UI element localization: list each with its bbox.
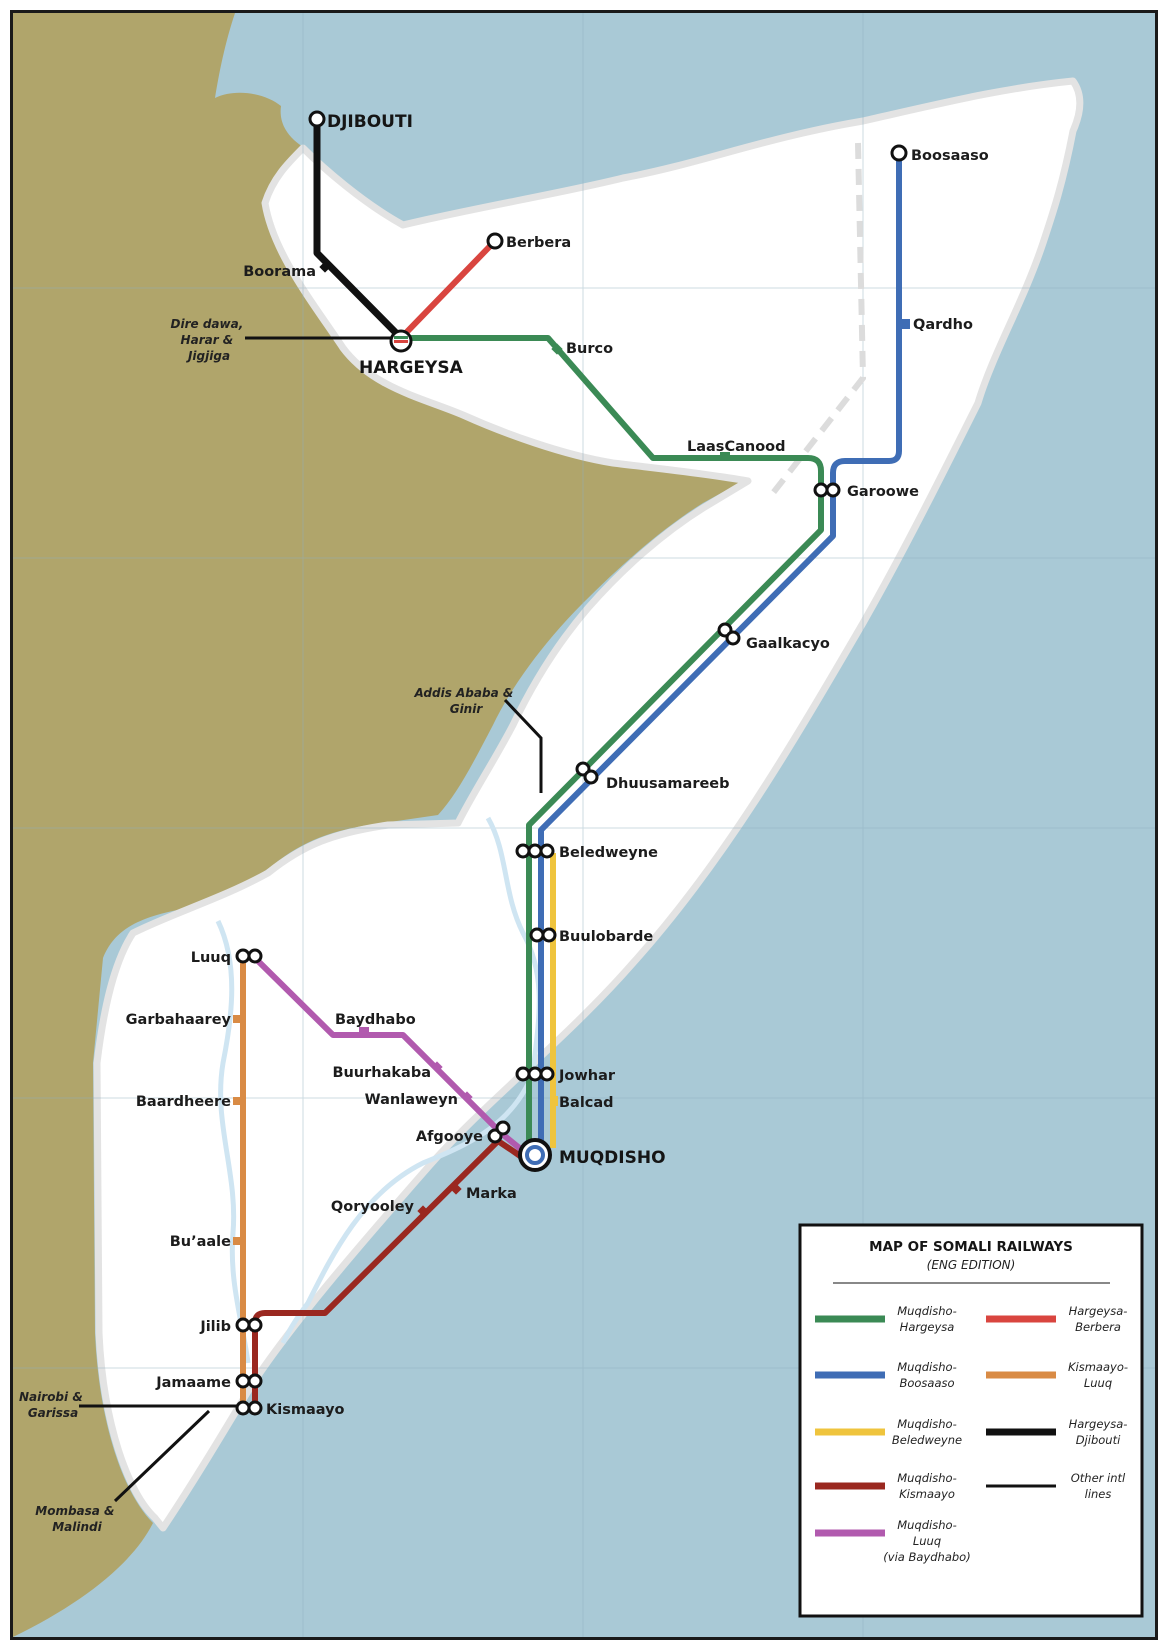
station-marker-garoowe bbox=[813, 482, 841, 498]
legend: MAP OF SOMALI RAILWAYS (ENG EDITION) Muq… bbox=[798, 1223, 1144, 1618]
svg-text:Dire dawa, Harar &: Dire dawa, Harar & Jigjiga bbox=[171, 317, 248, 363]
station-marker-buulobarde bbox=[529, 927, 557, 943]
legend-title: MAP OF SOMALI RAILWAYS bbox=[869, 1239, 1073, 1255]
label-beledweyne: Beledweyne bbox=[559, 845, 658, 861]
label-baardheere: Baardheere bbox=[136, 1094, 231, 1110]
ext-diredawa-line2: Harar & bbox=[181, 333, 234, 347]
label-qoryooley: Qoryooley bbox=[331, 1199, 415, 1215]
ext-nairobi-line1: Nairobi & bbox=[19, 1390, 83, 1404]
station-marker-jowhar bbox=[515, 1066, 555, 1082]
station-marker-berbera bbox=[486, 232, 504, 250]
label-marka: Marka bbox=[466, 1186, 517, 1202]
label-baydhabo: Baydhabo bbox=[335, 1012, 416, 1028]
station-marker-beledweyne bbox=[515, 843, 555, 859]
legend-label: Boosaaso bbox=[899, 1376, 954, 1390]
label-burco: Burco bbox=[566, 341, 613, 357]
legend-label: Djibouti bbox=[1076, 1433, 1121, 1447]
label-buaale: Bu’aale bbox=[170, 1234, 231, 1250]
svg-text:Addis Ababa & Ginir: Addis Ababa & Ginir bbox=[413, 686, 517, 716]
label-buulobarde: Buulobarde bbox=[559, 929, 653, 945]
label-gaalkacyo: Gaalkacyo bbox=[746, 636, 830, 652]
line-muqdisho-boosaaso bbox=[538, 153, 902, 1153]
label-dhuusamareeb: Dhuusamareeb bbox=[606, 776, 730, 792]
other-intl-lines bbox=[79, 336, 543, 1503]
label-garbahaarey: Garbahaarey bbox=[126, 1012, 232, 1028]
station-marker-luuq bbox=[235, 948, 263, 964]
station-markers bbox=[235, 110, 908, 1416]
label-laascanood: LaasCanood bbox=[687, 439, 786, 455]
line-addis bbox=[503, 698, 543, 793]
station-marker-jilib bbox=[235, 1317, 263, 1333]
label-hargeysa: HARGEYSA bbox=[359, 358, 464, 378]
legend-label: Beledweyne bbox=[892, 1433, 962, 1447]
label-jamaame: Jamaame bbox=[155, 1375, 231, 1391]
legend-label: Muqdisho- bbox=[897, 1304, 956, 1318]
label-kismaayo: Kismaayo bbox=[266, 1402, 345, 1418]
map-frame: DJIBOUTI HARGEYSA MUQDISHO Boorama Berbe… bbox=[10, 10, 1158, 1640]
legend-box bbox=[798, 1223, 1144, 1618]
station-marker-jamaame bbox=[235, 1373, 263, 1389]
label-boosaaso: Boosaaso bbox=[911, 148, 989, 164]
station-marker-afgooye bbox=[487, 1120, 511, 1144]
station-marker-djibouti bbox=[308, 110, 326, 128]
legend-label: Kismaayo bbox=[899, 1487, 955, 1501]
station-marker-muqdisho bbox=[518, 1138, 552, 1172]
label-qardho: Qardho bbox=[913, 317, 973, 333]
ext-mombasa-line2: Malindi bbox=[52, 1520, 102, 1534]
station-marker-hargeysa bbox=[389, 329, 413, 353]
ext-addis-line1: Addis Ababa & bbox=[413, 686, 513, 700]
ext-mombasa-line1: Mombasa & bbox=[35, 1504, 114, 1518]
legend-label: Kismaayo- bbox=[1068, 1360, 1128, 1374]
legend-label: Muqdisho- bbox=[897, 1518, 956, 1532]
legend-label: Hargeysa- bbox=[1069, 1304, 1128, 1318]
external-destinations: Dire dawa, Harar & Jigjiga Addis Ababa &… bbox=[19, 317, 517, 1534]
ext-diredawa-line3: Jigjiga bbox=[186, 349, 230, 363]
legend-label: lines bbox=[1085, 1487, 1112, 1501]
legend-label: Luuq bbox=[913, 1534, 941, 1548]
label-buurhakaba: Buurhakaba bbox=[332, 1065, 431, 1081]
svg-text:Mombasa & Malindi: Mombasa & Malindi bbox=[35, 1504, 118, 1534]
neighbor-land bbox=[13, 13, 743, 1637]
line-hargeysa-berbera bbox=[398, 238, 498, 341]
label-boorama: Boorama bbox=[243, 264, 316, 280]
somalia-land bbox=[93, 77, 1084, 1532]
legend-label: Muqdisho- bbox=[897, 1360, 956, 1374]
legend-label: Luuq bbox=[1084, 1376, 1112, 1390]
label-berbera: Berbera bbox=[506, 235, 571, 251]
label-afgooye: Afgooye bbox=[416, 1129, 483, 1145]
legend-label: (via Baydhabo) bbox=[883, 1550, 970, 1564]
legend-label: Muqdisho- bbox=[897, 1417, 956, 1431]
label-muqdisho: MUQDISHO bbox=[559, 1148, 666, 1168]
station-marker-dhuusamareeb bbox=[575, 761, 599, 785]
legend-label: Berbera bbox=[1075, 1320, 1121, 1334]
svg-text:Nairobi & Garissa: Nairobi & Garissa bbox=[19, 1390, 87, 1420]
legend-label: Hargeysa bbox=[900, 1320, 955, 1334]
label-jowhar: Jowhar bbox=[558, 1068, 616, 1084]
internal-border bbox=[770, 142, 867, 495]
line-hargeysa-djibouti bbox=[313, 119, 404, 341]
ext-addis-line2: Ginir bbox=[450, 702, 484, 716]
legend-label: Other intl bbox=[1071, 1471, 1126, 1485]
rivers bbox=[215, 816, 542, 1364]
legend-subtitle: (ENG EDITION) bbox=[927, 1258, 1016, 1272]
label-wanlaweyn: Wanlaweyn bbox=[365, 1092, 458, 1108]
station-marker-boosaaso bbox=[890, 144, 908, 162]
line-mombasa bbox=[113, 1409, 211, 1503]
label-balcad: Balcad bbox=[559, 1095, 614, 1111]
legend-label: Muqdisho- bbox=[897, 1471, 956, 1485]
station-ticks bbox=[233, 261, 910, 1245]
label-luuq: Luuq bbox=[191, 950, 231, 966]
label-jilib: Jilib bbox=[199, 1319, 231, 1335]
line-muqdisho-luuq bbox=[252, 955, 530, 1158]
station-marker-kismaayo bbox=[235, 1400, 263, 1416]
railway-map[interactable]: DJIBOUTI HARGEYSA MUQDISHO Boorama Berbe… bbox=[13, 13, 1155, 1637]
legend-label: Hargeysa- bbox=[1069, 1417, 1128, 1431]
station-marker-gaalkacyo bbox=[717, 622, 741, 646]
legend-items: Muqdisho-HargeysaMuqdisho-BoosaasoMuqdis… bbox=[815, 1304, 1128, 1564]
ext-diredawa-line1: Dire dawa, bbox=[171, 317, 244, 331]
label-garoowe: Garoowe bbox=[847, 484, 919, 500]
ext-nairobi-line2: Garissa bbox=[28, 1406, 78, 1420]
label-djibouti: DJIBOUTI bbox=[327, 112, 413, 132]
